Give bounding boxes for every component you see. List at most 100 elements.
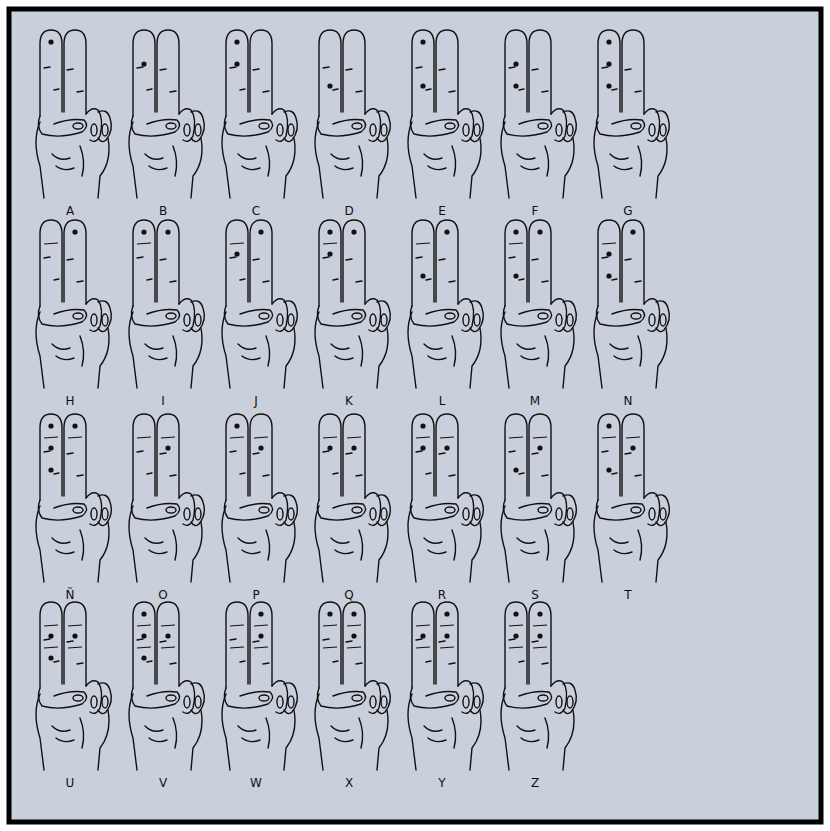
- finger-dot: [258, 229, 263, 234]
- letter-label: V: [148, 776, 178, 790]
- letter-label: I: [148, 394, 178, 408]
- finger-dot: [420, 445, 425, 450]
- finger-dot: [513, 83, 518, 88]
- finger-dot: [141, 229, 146, 234]
- finger-line: [137, 647, 151, 648]
- hand-outline: [315, 602, 390, 770]
- finger-dot: [72, 423, 77, 428]
- finger-line: [509, 437, 523, 438]
- finger-dot: [420, 39, 425, 44]
- hand-figure: [594, 30, 669, 198]
- hand-figure: [408, 220, 483, 388]
- finger-dot: [141, 611, 146, 616]
- finger-dot: [537, 633, 542, 638]
- hand-figure: [315, 30, 390, 198]
- finger-line: [68, 437, 82, 438]
- hand-outline: [408, 602, 483, 770]
- finger-dot: [351, 229, 356, 234]
- finger-line: [509, 243, 523, 244]
- finger-line: [44, 647, 58, 648]
- finger-line: [347, 437, 361, 438]
- letter-label: S: [520, 588, 550, 602]
- letter-label: Q: [334, 588, 364, 602]
- hand-outline: [315, 220, 390, 388]
- finger-dot: [165, 633, 170, 638]
- hand-outline: [501, 220, 576, 388]
- finger-dot: [72, 229, 77, 234]
- finger-dot: [327, 229, 332, 234]
- hand-figure: [408, 602, 483, 770]
- hand-figure: [129, 30, 204, 198]
- letter-label: Ñ: [55, 588, 85, 602]
- letter-label: A: [55, 204, 85, 218]
- finger-dot: [420, 83, 425, 88]
- finger-line: [602, 243, 616, 244]
- finger-line: [416, 625, 430, 626]
- finger-line: [509, 647, 523, 648]
- finger-line: [323, 437, 337, 438]
- finger-dot: [327, 611, 332, 616]
- hand-figure: [501, 220, 576, 388]
- finger-dot: [444, 611, 449, 616]
- hand-figure: [315, 414, 390, 582]
- hand-figure: [594, 220, 669, 388]
- finger-dot: [444, 633, 449, 638]
- finger-line: [347, 625, 361, 626]
- hand-outline: [129, 602, 204, 770]
- finger-dot: [351, 611, 356, 616]
- finger-line: [416, 647, 430, 648]
- finger-dot: [420, 633, 425, 638]
- finger-dot: [513, 229, 518, 234]
- finger-line: [254, 647, 268, 648]
- letter-label: T: [613, 588, 643, 602]
- finger-dot: [48, 633, 53, 638]
- finger-line: [509, 625, 523, 626]
- hand-figure: [501, 414, 576, 582]
- letter-label: N: [613, 394, 643, 408]
- hand-outline: [36, 30, 111, 198]
- finger-dot: [234, 251, 239, 256]
- hand-outline: [594, 220, 669, 388]
- finger-dot: [234, 423, 239, 428]
- finger-dot: [48, 467, 53, 472]
- hand-outline: [222, 602, 297, 770]
- hand-outline: [315, 414, 390, 582]
- finger-line: [137, 243, 151, 244]
- finger-dot: [606, 83, 611, 88]
- finger-dot: [420, 423, 425, 428]
- finger-line: [44, 625, 58, 626]
- finger-line: [440, 437, 454, 438]
- letter-label: D: [334, 204, 364, 218]
- finger-dot: [258, 633, 263, 638]
- letter-label: G: [613, 204, 643, 218]
- letter-label: M: [520, 394, 550, 408]
- hand-figure: [315, 220, 390, 388]
- letter-label: B: [148, 204, 178, 218]
- hand-outline: [594, 30, 669, 198]
- hand-outline: [36, 220, 111, 388]
- finger-line: [161, 625, 175, 626]
- hand-figure: [408, 414, 483, 582]
- hand-figure: [129, 602, 204, 770]
- finger-dot: [327, 251, 332, 256]
- letter-label: K: [334, 394, 364, 408]
- hand-figure: [594, 414, 669, 582]
- finger-dot: [606, 273, 611, 278]
- finger-dot: [606, 61, 611, 66]
- finger-line: [254, 437, 268, 438]
- hand-outline: [501, 30, 576, 198]
- finger-line: [533, 437, 547, 438]
- finger-line: [161, 437, 175, 438]
- finger-dot: [606, 39, 611, 44]
- hand-figure: [36, 414, 111, 582]
- finger-line: [323, 647, 337, 648]
- letter-label: O: [148, 588, 178, 602]
- hand-figure: [36, 602, 111, 770]
- finger-dot: [48, 423, 53, 428]
- finger-dot: [141, 655, 146, 660]
- hand-outline: [129, 414, 204, 582]
- finger-line: [137, 625, 151, 626]
- finger-dot: [537, 229, 542, 234]
- finger-line: [533, 647, 547, 648]
- hand-outline: [408, 414, 483, 582]
